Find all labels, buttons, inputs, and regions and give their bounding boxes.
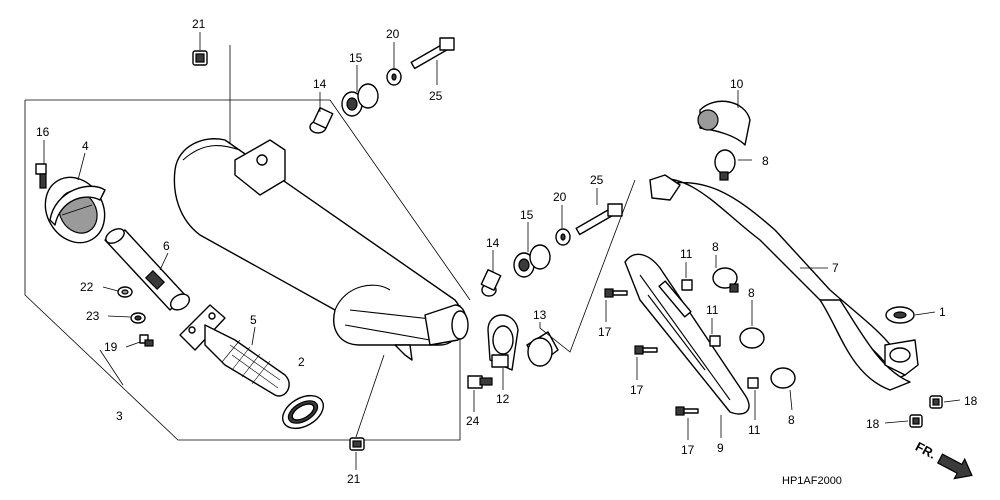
washer-20-top [386,68,402,86]
label-11-b: 11 [706,303,719,317]
clamp-8-b [712,267,739,293]
clamp-8-c [739,327,765,349]
bolt-11-b [709,335,721,347]
label-25-top: 25 [429,89,443,103]
label-6: 6 [163,239,170,253]
exhaust-pipe [649,174,919,391]
label-8-d: 8 [788,413,795,427]
label-21-bottom: 21 [347,472,361,486]
collar-14-mid [480,269,502,297]
muffler-body [173,138,469,361]
bolt-11-c [747,377,759,389]
label-22: 22 [80,280,94,294]
washer-23 [130,312,146,324]
bolt-24 [467,375,493,389]
nut-18-b [909,414,923,428]
bolt-17-c [675,406,699,416]
nut-21-top [192,50,208,66]
label-18-b: 18 [866,417,880,431]
label-23: 23 [86,309,100,323]
bolt-19 [139,334,154,347]
front-direction-label: FR. [913,439,939,462]
washer-20-mid [555,228,571,246]
label-17-c: 17 [681,443,695,457]
label-24: 24 [466,414,480,428]
heat-guard [624,253,750,415]
label-25-mid: 25 [590,173,604,187]
label-5: 5 [250,313,257,327]
nut-21-bottom [349,437,365,451]
pipe-cover-10 [697,100,751,146]
label-11-a: 11 [680,247,693,261]
nut-22 [117,286,133,298]
collar-14-top [309,107,334,134]
label-10: 10 [730,77,744,91]
clamp-8-d [770,367,796,389]
label-21-top: 21 [192,17,206,31]
label-8-a: 8 [762,154,769,168]
label-3: 3 [116,409,123,423]
bolt-17-a [604,288,628,298]
bolt-11-a [681,279,693,291]
clamp-8-a [714,149,736,181]
label-4: 4 [82,139,89,153]
nut-18-a [929,395,943,409]
sleeve-13 [526,331,559,367]
label-14-mid: 14 [486,236,500,250]
bolt-16 [35,163,47,189]
tail-pipe [179,304,290,397]
label-8-b: 8 [712,240,719,254]
part-labels: 21 20 15 14 25 10 8 16 4 6 22 23 19 5 2 … [36,17,978,486]
gasket-2 [282,394,324,430]
label-2: 2 [298,355,305,369]
rubber-15-mid [513,244,551,278]
label-9: 9 [717,441,724,455]
label-11-c: 11 [748,423,761,437]
gasket-1 [885,306,915,324]
label-20-top: 20 [386,27,400,41]
label-15-mid: 15 [520,208,534,222]
front-direction-arrow: FR. [913,439,973,480]
label-15-top: 15 [349,51,363,65]
bolt-25-top [410,37,455,70]
end-cap [44,176,106,244]
diagram-code: HP1AF2000 [782,475,842,487]
label-12: 12 [496,392,510,406]
leader-lines [43,32,961,470]
label-19: 19 [104,340,118,354]
label-16: 16 [36,125,50,139]
label-14-top: 14 [313,77,327,91]
label-17-b: 17 [630,383,644,397]
rubber-15-top [341,83,379,117]
clamp-12 [487,314,519,371]
inner-pipe [104,228,191,311]
label-17-a: 17 [598,325,612,339]
label-7: 7 [832,261,839,275]
label-20-mid: 20 [553,190,567,204]
label-8-c: 8 [748,286,755,300]
label-1: 1 [939,305,946,319]
bolt-25-mid [575,203,623,236]
label-18-a: 18 [964,394,978,408]
label-13: 13 [533,308,547,322]
bolt-17-b [634,345,658,355]
